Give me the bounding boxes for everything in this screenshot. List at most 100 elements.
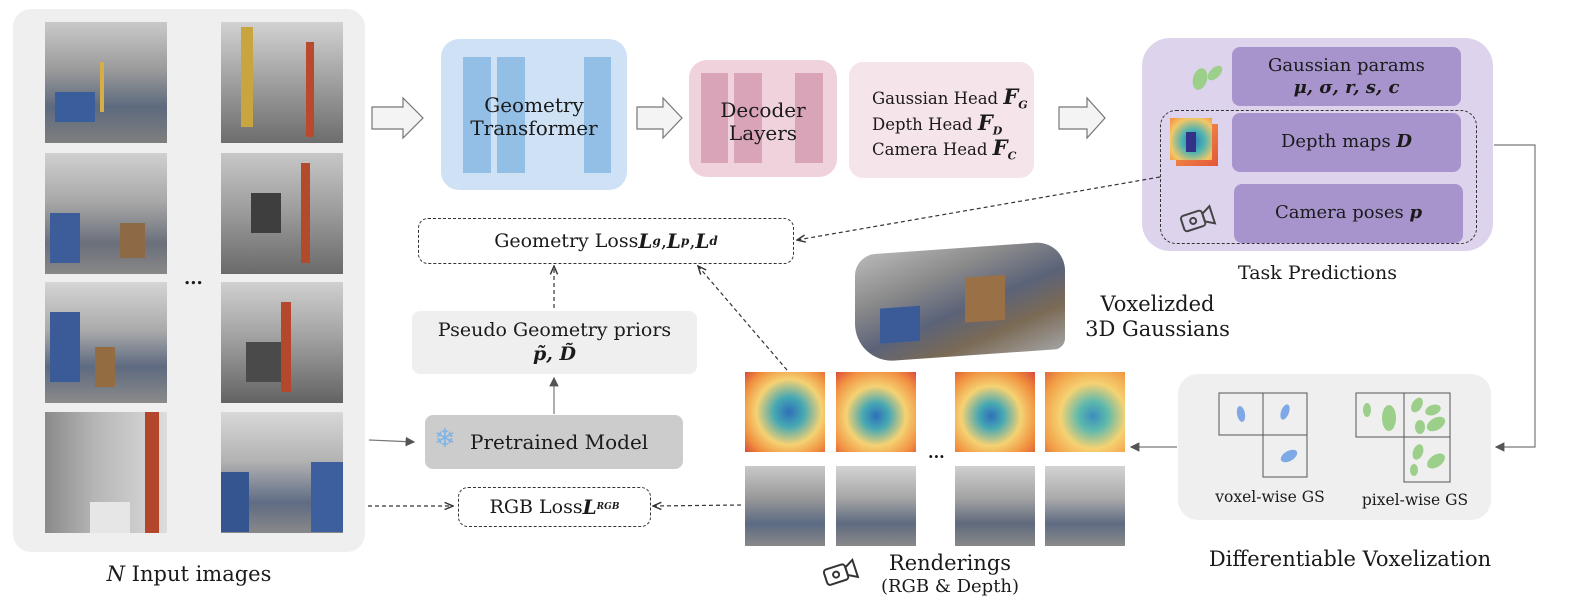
gaussian-params-box [1232, 47, 1461, 106]
pseudo-priors-box [412, 311, 697, 374]
input-caption-text: Input images [125, 562, 272, 586]
geometry-transformer-label: Geometry Transformer [441, 94, 627, 140]
transformer-bar-3 [584, 57, 611, 173]
decoder-label-line2: Layers [728, 121, 798, 145]
gaussian-blobs-icon [1192, 65, 1223, 90]
voxelized-line1: Voxelizded [1100, 292, 1215, 316]
voxelization-caption: Differentiable Voxelization [1208, 547, 1492, 571]
pseudo-priors-line1: Pseudo Geometry priors [437, 319, 672, 341]
transformer-bar-1 [463, 57, 491, 173]
geometry-loss-label: Geometry Loss [494, 230, 639, 252]
loss-sep-2: , [689, 230, 696, 252]
gaussian-head: Gaussian Head FG [872, 84, 1028, 111]
gaussian-params-text: Gaussian params μ, σ, r, s, c [1232, 55, 1461, 99]
heads-block [849, 62, 1034, 178]
depth-maps-symbol: D [1396, 131, 1413, 152]
arrow-predictions-to-geometry-loss [797, 176, 1161, 240]
camera-icon-renderings [822, 557, 860, 586]
gaussian-head-sub: G [1018, 98, 1028, 112]
depth-render-4 [1045, 372, 1125, 452]
rgb-render-2 [836, 466, 916, 546]
block-arrow-1 [371, 96, 424, 140]
depth-maps-text: Depth maps D [1232, 131, 1461, 152]
voxel-wise-gaussians [1236, 404, 1298, 463]
camera-head-symbol: F [992, 135, 1008, 160]
voxelization-panel [1178, 374, 1491, 520]
loss-sep-1: , [660, 230, 667, 252]
task-dashed-group [1160, 110, 1477, 244]
camera-poses-text: Camera poses p [1234, 202, 1463, 223]
pixel-wise-gaussians [1363, 397, 1446, 476]
loss-p-symbol: L [666, 229, 681, 253]
input-image-1 [45, 22, 167, 143]
rgb-loss-sub: RGB [596, 502, 620, 512]
decoder-layers-label: Decoder Layers [689, 99, 837, 145]
input-image-3 [45, 153, 167, 274]
gaussian-head-label: Gaussian Head [872, 89, 1004, 108]
depth-render-2 [836, 372, 916, 452]
renderings-line1: Renderings [888, 551, 1012, 575]
input-image-4 [221, 153, 343, 274]
input-image-6 [221, 282, 343, 403]
camera-icon-predictions [1179, 204, 1217, 233]
depth-head-symbol: F [977, 110, 993, 135]
rgb-render-4 [1045, 466, 1125, 546]
depth-head-sub: D [992, 124, 1003, 138]
arrow-input-to-pretrained [368, 436, 416, 447]
pixel-wise-grid [1355, 392, 1451, 483]
input-image-8 [221, 412, 343, 533]
input-image-5 [45, 282, 167, 403]
loss-g-symbol: L [638, 229, 653, 253]
voxel-wise-grid [1218, 392, 1308, 478]
camera-head-sub: C [1007, 149, 1017, 163]
camera-poses-symbol: p [1409, 202, 1423, 223]
rgb-loss-symbol: L [582, 495, 597, 519]
block-arrow-2 [636, 96, 683, 140]
rgb-render-1 [745, 466, 825, 546]
camera-head: Camera Head FC [872, 135, 1016, 162]
pretrained-model-label: Pretrained Model [470, 430, 649, 454]
snowflake-icon: ❄ [434, 424, 456, 454]
input-images-caption: N Input images [13, 562, 365, 586]
decoder-bar-2 [734, 73, 762, 163]
pretrained-model-box [425, 415, 683, 469]
camera-head-label: Camera Head [872, 140, 993, 159]
camera-poses-label: Camera poses [1274, 202, 1410, 223]
n-symbol: N [106, 562, 125, 586]
loss-d-symbol: L [695, 229, 710, 253]
gaussian-params-title: Gaussian params [1268, 55, 1425, 76]
pseudo-priors-line2: p̃, D̃ [533, 343, 576, 365]
arrow-predictions-to-voxelization [1494, 144, 1536, 452]
voxel-wise-label: voxel-wise GS [1215, 488, 1325, 506]
renderings-line2: (RGB & Depth) [880, 576, 1020, 597]
transformer-label-line2: Transformer [470, 116, 598, 140]
rgb-render-3 [955, 466, 1035, 546]
voxelized-line2: 3D Gaussians [1085, 317, 1230, 341]
arrow-renderings-to-rgb-loss [653, 505, 742, 506]
arrow-renderings-to-geometry-loss [698, 266, 788, 371]
loss-g-sub: g [652, 234, 661, 248]
pixel-wise-label: pixel-wise GS [1361, 491, 1469, 509]
block-arrow-3 [1058, 96, 1106, 140]
decoder-bar-1 [701, 73, 728, 163]
depth-maps-box [1232, 113, 1461, 172]
loss-p-sub: p [680, 234, 690, 248]
transformer-bar-2 [497, 57, 525, 173]
task-predictions-caption: Task Predictions [1238, 262, 1397, 284]
depth-maps-label: Depth maps [1280, 131, 1397, 152]
input-image-2 [221, 22, 343, 143]
camera-poses-box [1234, 184, 1463, 243]
pseudo-priors-text: Pseudo Geometry priors p̃, D̃ [412, 318, 697, 366]
depth-head-label: Depth Head [872, 115, 978, 134]
gaussian-head-symbol: F [1003, 84, 1019, 109]
depth-render-3 [955, 372, 1035, 452]
input-image-7 [45, 412, 167, 533]
voxelized-label: Voxelizded 3D Gaussians [1075, 292, 1240, 342]
depth-map-icon [1170, 118, 1218, 166]
decoder-bar-3 [795, 73, 823, 163]
transformer-label-line1: Geometry [484, 93, 584, 117]
input-ellipsis: ... [184, 268, 203, 289]
